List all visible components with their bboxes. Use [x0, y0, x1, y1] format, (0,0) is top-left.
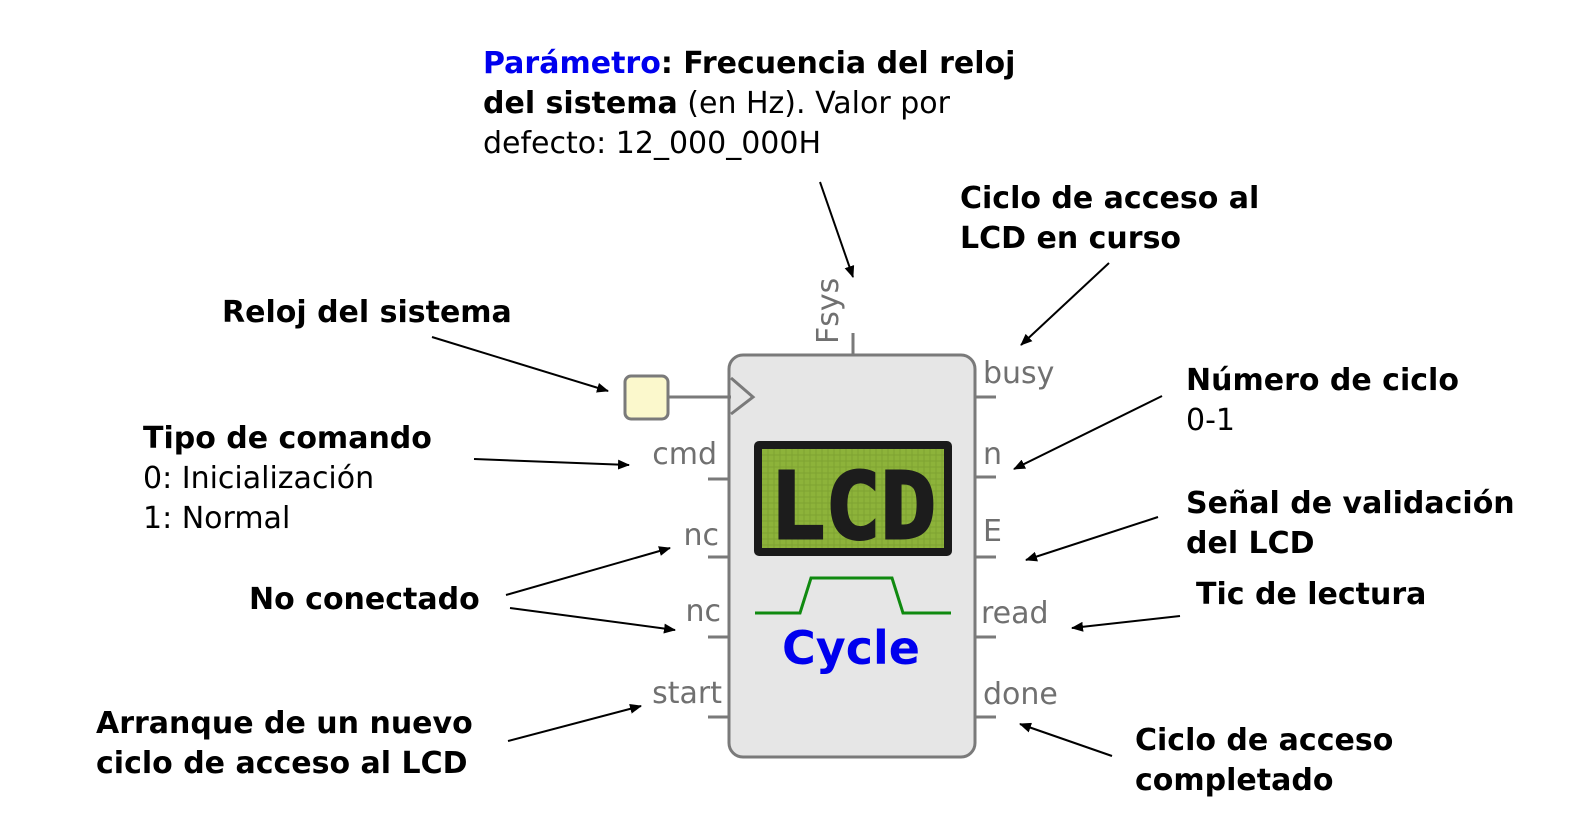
input-label-nc-2: nc: [685, 594, 721, 629]
annotation-e: Señal de validación del LCD: [1025, 486, 1515, 562]
annotation-read: Tic de lectura: [1071, 577, 1426, 632]
param-annotation-line3: defecto: 12_000_000H: [483, 126, 821, 161]
busy-arrow: [1020, 262, 1110, 346]
param-label: Parámetro: [483, 46, 661, 81]
clock-arrow: [431, 336, 609, 393]
param-title-l1: Frecuencia del reloj: [673, 46, 1016, 81]
start-arrow: [507, 703, 642, 742]
clock-input-box: [623, 374, 670, 421]
cmd-annotation-line2: 1: Normal: [143, 501, 290, 536]
annotation-n: Número de ciclo 0-1: [1013, 363, 1459, 470]
block-name: Cycle: [782, 621, 920, 675]
cmd-annotation-title: Tipo de comando: [143, 421, 432, 456]
start-annotation-line2: ciclo de acceso al LCD: [96, 746, 468, 781]
annotation-nc: No conectado: [249, 546, 676, 634]
nc-arrow-1: [505, 546, 671, 596]
annotation-busy: Ciclo de acceso al LCD en curso: [960, 181, 1259, 346]
output-label-done: done: [983, 677, 1058, 712]
input-label-nc-1: nc: [683, 518, 719, 553]
lcd-display-text: LCD: [770, 453, 936, 560]
annotation-start: Arranque de un nuevo ciclo de acceso al …: [96, 703, 642, 781]
param-title-l2: del sistema: [483, 86, 678, 121]
output-label-e: E: [983, 514, 1002, 549]
annotation-clock: Reloj del sistema: [222, 295, 609, 393]
read-annotation-title: Tic de lectura: [1196, 577, 1426, 612]
n-annotation-title: Número de ciclo: [1186, 363, 1459, 398]
done-annotation-line1: Ciclo de acceso: [1135, 723, 1393, 758]
done-arrow: [1019, 722, 1113, 757]
n-annotation-line1: 0-1: [1186, 403, 1235, 438]
lcd-icon: LCD: [754, 441, 952, 562]
param-separator: :: [661, 46, 673, 81]
param-annotation-line2: del sistema (en Hz). Valor por: [483, 86, 951, 121]
clock-edge-symbol: [730, 376, 756, 416]
param-annotation-line1: Parámetro: Frecuencia del reloj: [483, 46, 1015, 81]
clock-annotation-title: Reloj del sistema: [222, 295, 512, 330]
param-rest-l2: (en Hz). Valor por: [678, 86, 951, 121]
e-arrow: [1025, 516, 1159, 562]
annotation-done: Ciclo de acceso completado: [1019, 722, 1393, 798]
annotation-cmd: Tipo de comando 0: Inicialización 1: Nor…: [143, 421, 630, 536]
waveform-icon: [755, 576, 951, 615]
param-port-label: Fsys: [811, 278, 846, 344]
output-label-read: read: [981, 596, 1049, 631]
n-arrow: [1013, 395, 1163, 470]
e-annotation-line1: Señal de validación: [1186, 486, 1515, 521]
nc-annotation-title: No conectado: [249, 582, 480, 617]
input-label-start: start: [652, 676, 722, 711]
cycle-block: Fsys cmd nc nc start busy n E read done …: [623, 278, 1058, 759]
annotation-param: Parámetro: Frecuencia del reloj del sist…: [483, 46, 1015, 278]
output-label-busy: busy: [983, 356, 1054, 391]
read-arrow: [1071, 615, 1181, 632]
cmd-annotation-line1: 0: Inicialización: [143, 461, 374, 496]
cmd-arrow: [473, 458, 630, 470]
busy-annotation-line2: LCD en curso: [960, 221, 1181, 256]
nc-arrow-2: [509, 607, 676, 634]
param-arrow: [819, 181, 855, 278]
output-label-n: n: [983, 437, 1002, 472]
done-annotation-line2: completado: [1135, 763, 1333, 798]
lcd-pixel-grid: [762, 449, 944, 548]
input-label-cmd: cmd: [652, 437, 717, 472]
busy-annotation-line1: Ciclo de acceso al: [960, 181, 1259, 216]
start-annotation-line1: Arranque de un nuevo: [96, 706, 473, 741]
e-annotation-line2: del LCD: [1186, 526, 1315, 561]
